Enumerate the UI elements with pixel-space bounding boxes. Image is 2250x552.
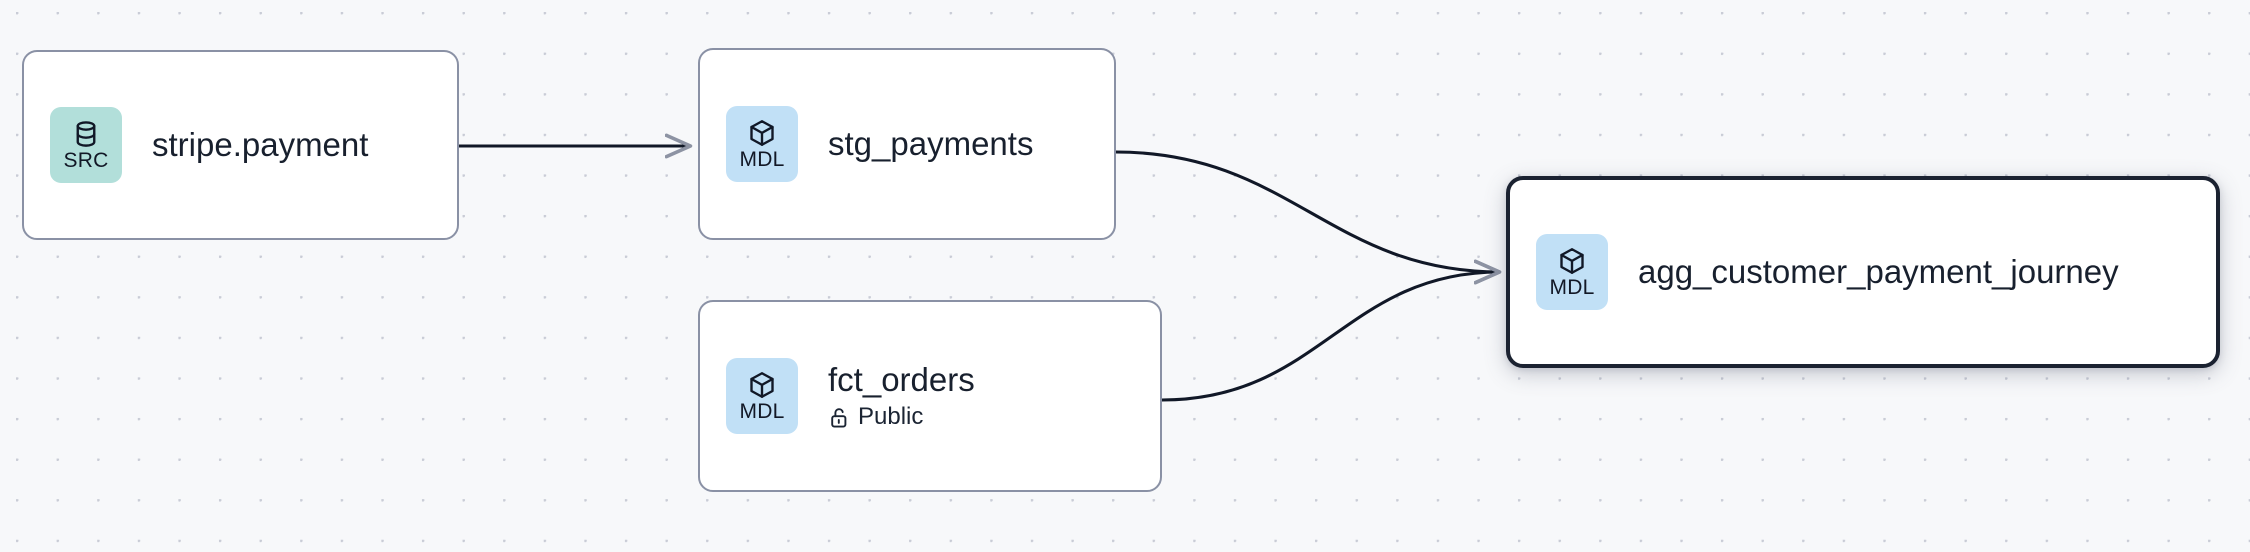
node-body: stripe.payment [152, 126, 368, 164]
node-stripe-payment[interactable]: SRC stripe.payment [22, 50, 459, 240]
database-icon [71, 119, 101, 149]
node-fct-orders[interactable]: MDL fct_orders Public [698, 300, 1162, 492]
node-title: stripe.payment [152, 126, 369, 163]
visibility-label: Public [858, 403, 924, 430]
visibility-row: Public [828, 403, 975, 431]
node-stg-payments[interactable]: MDL stg_payments [698, 48, 1116, 240]
model-badge: MDL [726, 358, 798, 434]
node-body: stg_payments [828, 125, 1033, 163]
model-badge-label: MDL [739, 400, 785, 423]
node-body: fct_orders Public [828, 361, 975, 431]
node-title: fct_orders [828, 361, 975, 398]
edge-stg-payments-to-agg-customer-payment-journey [1115, 150, 1500, 272]
node-title: stg_payments [828, 125, 1034, 162]
node-body: agg_customer_payment_journey [1638, 253, 2119, 291]
source-badge: SRC [50, 107, 122, 183]
node-agg-customer-payment-journey[interactable]: MDL agg_customer_payment_journey [1506, 176, 2220, 368]
unlock-icon [828, 405, 850, 429]
cube-icon [747, 118, 777, 148]
model-badge-label: MDL [739, 148, 785, 171]
source-badge-label: SRC [63, 149, 109, 172]
model-badge: MDL [1536, 234, 1608, 310]
cube-icon [1557, 246, 1587, 276]
cube-icon [747, 370, 777, 400]
edge-fct-orders-to-agg-customer-payment-journey [1161, 272, 1500, 402]
model-badge: MDL [726, 106, 798, 182]
node-title: agg_customer_payment_journey [1638, 253, 2119, 290]
model-badge-label: MDL [1549, 276, 1595, 299]
